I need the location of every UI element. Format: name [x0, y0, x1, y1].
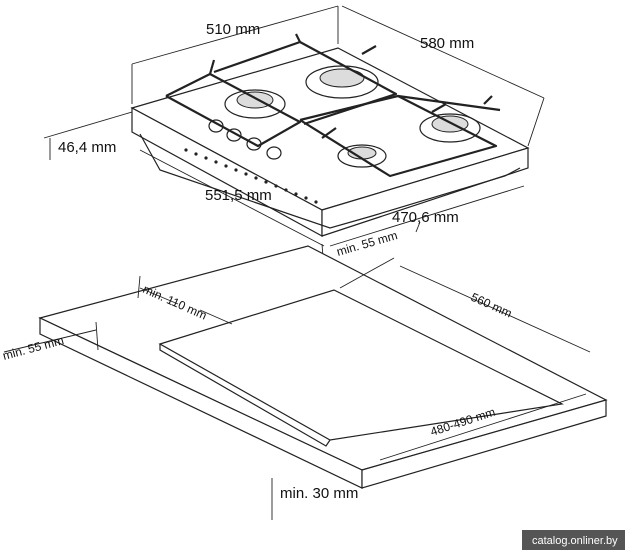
dim-width: 510 mm	[131, 5, 339, 104]
dim-height-label: 46,4 mm	[58, 139, 116, 156]
hob-base	[139, 133, 521, 229]
dim-side-clearance-label: min. 55 mm	[1, 333, 65, 363]
dim-width-label: 510 mm	[206, 21, 260, 38]
knob-4	[266, 146, 282, 160]
cutout-opening	[158, 289, 564, 441]
dim-bottom-depth-label: 470,6 mm	[392, 209, 459, 226]
pan-support-grates	[165, 33, 501, 178]
dim-rear-clearance-label: min. 55 mm	[335, 228, 399, 259]
knob-2	[226, 128, 242, 142]
dim-worktop-thickness-label: min. 30 mm	[280, 485, 358, 502]
dim-depth-label: 580 mm	[420, 35, 474, 52]
vent-holes	[184, 148, 318, 204]
dim-depth: 580 mm	[341, 5, 545, 147]
worktop-right-edge	[361, 399, 607, 489]
watermark-text: catalog.onliner.by	[532, 535, 618, 547]
hob-right-side	[321, 147, 529, 237]
worktop-drawing: min. 110 mm min. 55 mm 560 mm 480-490 mm…	[1, 245, 608, 520]
dim-worktop-thickness: min. 30 mm	[271, 478, 358, 520]
hob-drawing: 510 mm 580 mm 46,4 mm 551,5 mm 470,6 mm	[43, 5, 545, 271]
dim-cutout-length-label: 560 mm	[469, 290, 514, 320]
watermark: catalog.onliner.by	[522, 530, 625, 550]
burner-front-left	[337, 144, 387, 168]
dim-bottom-depth: 470,6 mm	[329, 185, 525, 247]
dim-bottom-length-label: 551,5 mm	[205, 187, 272, 204]
dim-bottom-length: 551,5 mm	[139, 149, 325, 247]
dim-height: 46,4 mm	[43, 111, 133, 160]
